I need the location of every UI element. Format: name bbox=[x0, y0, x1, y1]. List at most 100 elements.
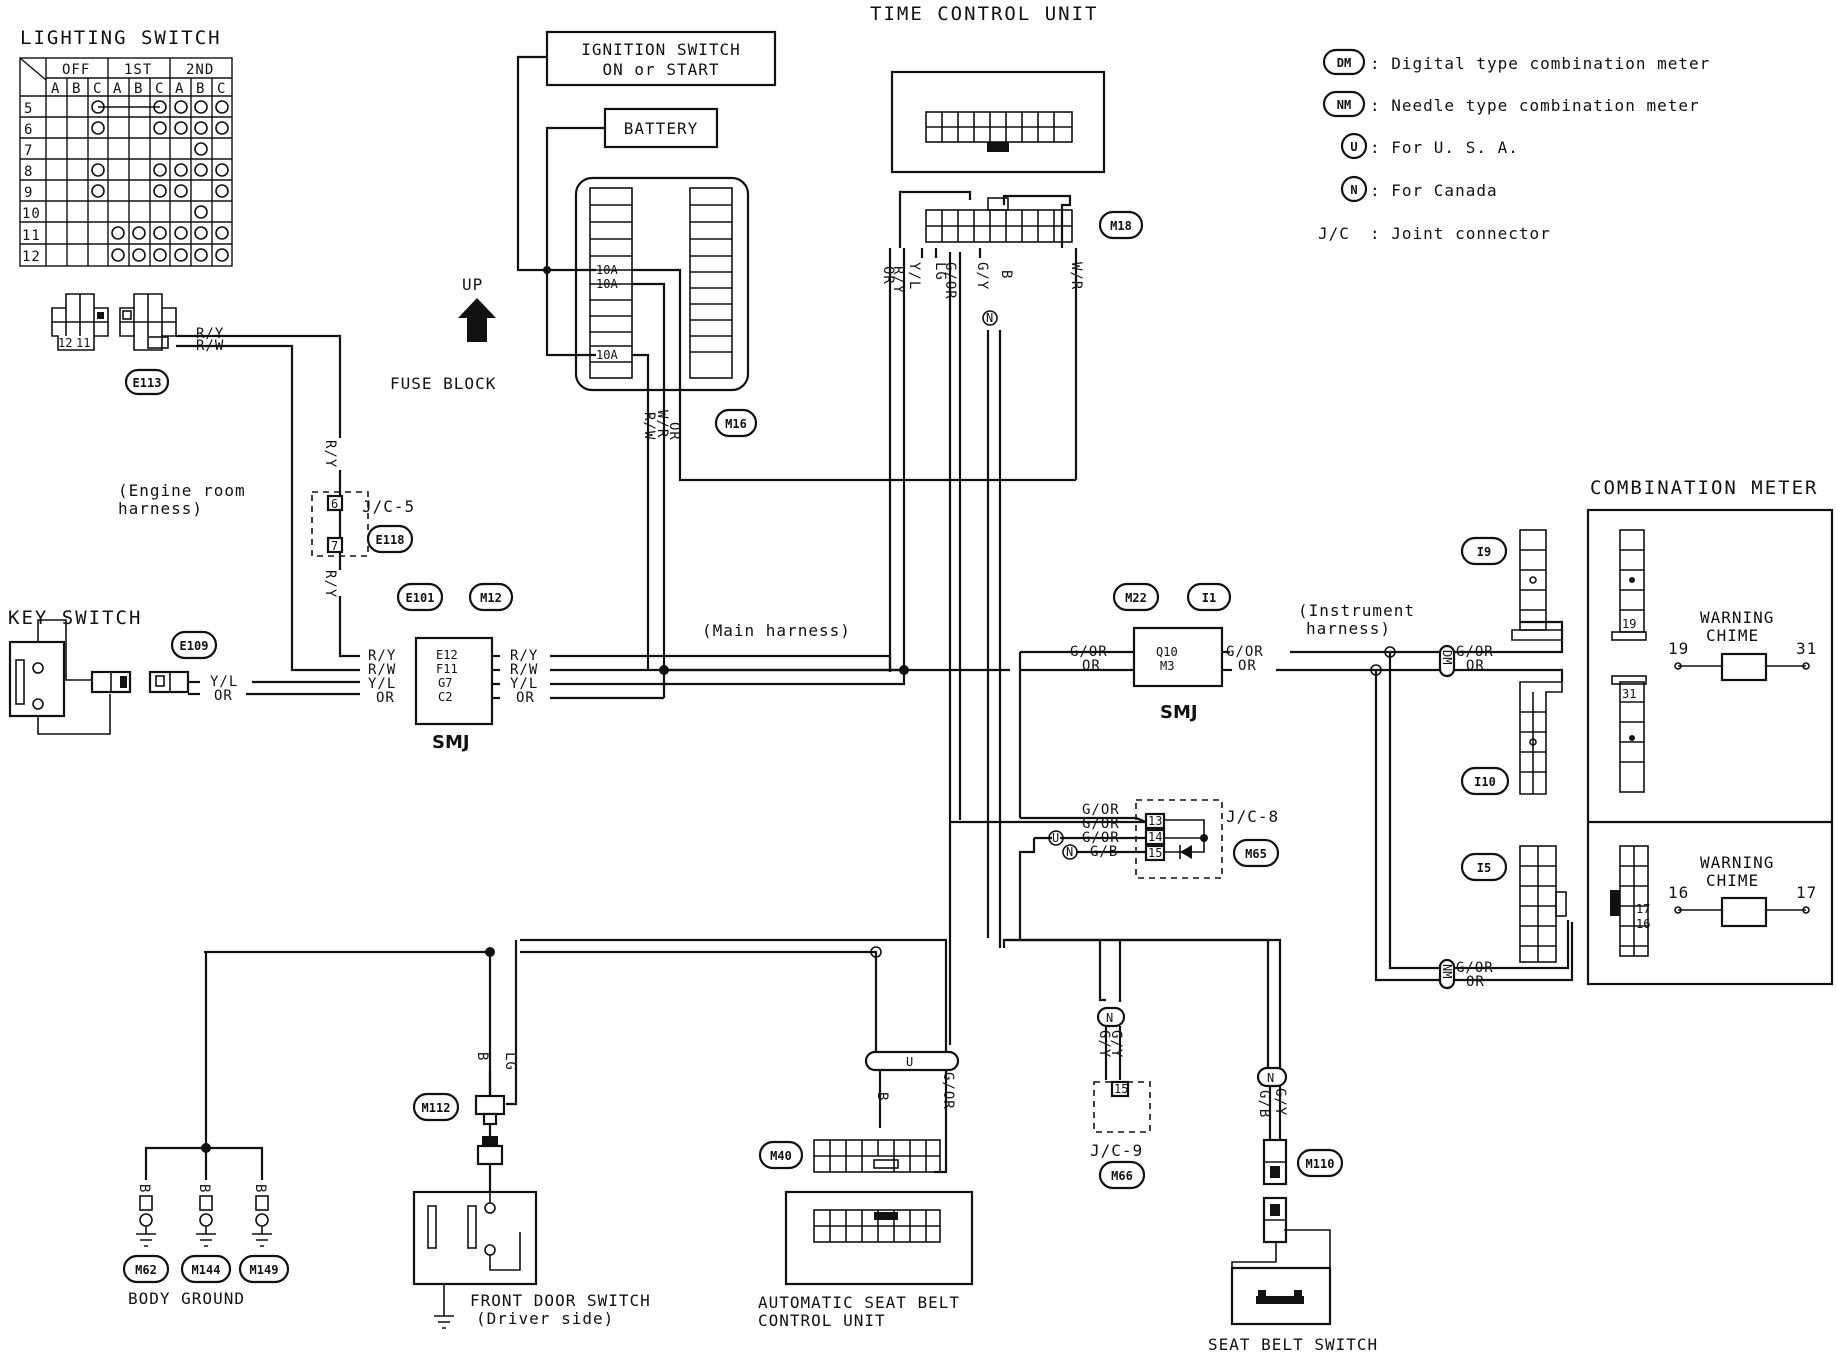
col-c: C bbox=[93, 81, 102, 97]
pin-16: 16 bbox=[1636, 917, 1650, 931]
badge-label: M22 bbox=[1125, 591, 1147, 605]
col-b: B bbox=[134, 81, 143, 97]
wire-or: OR bbox=[666, 422, 682, 441]
smj-label: SMJ bbox=[1160, 702, 1198, 723]
col-c: C bbox=[155, 81, 164, 97]
smj-label: SMJ bbox=[432, 732, 470, 753]
smj-m22-i1: Q10 M3 SMJ M22 I1 bbox=[1112, 582, 1232, 723]
legend-code: N bbox=[1350, 183, 1357, 197]
front-door-switch: B LG M112 FRONT DOOR SWITCH (Driver side… bbox=[412, 1052, 650, 1329]
wire-or: OR bbox=[1466, 658, 1485, 674]
pin-17: 17 bbox=[1636, 902, 1650, 916]
ignition-line1: IGNITION SWITCH bbox=[581, 40, 741, 59]
connector-m16: W/R OR R/W M16 bbox=[641, 408, 758, 441]
row-9: 9 bbox=[24, 185, 33, 201]
badge-label: M18 bbox=[1110, 219, 1132, 233]
seat-belt-control-unit: U B G/OR M40 AUTOMATIC SEAT BELT CONTROL… bbox=[758, 1050, 974, 1330]
badge-label: E101 bbox=[406, 591, 435, 605]
badge-label: I5 bbox=[1477, 861, 1491, 875]
pin-12: 12 bbox=[58, 336, 72, 350]
fuse-block-title: FUSE BLOCK bbox=[390, 374, 496, 393]
time-control-unit-box bbox=[890, 70, 1106, 174]
n-marker: N bbox=[986, 311, 993, 325]
combination-meter: 19 31 WARNING CHIME 19 31 17 16 WARNING … bbox=[1586, 508, 1834, 986]
wire-ry: R/Y bbox=[322, 440, 338, 468]
pin-e12: E12 bbox=[436, 648, 458, 662]
badge-label: M149 bbox=[250, 1263, 279, 1277]
badge-label: E113 bbox=[133, 376, 162, 390]
fuse-10a: 10A bbox=[596, 348, 618, 362]
u-marker: U bbox=[1052, 831, 1059, 845]
wire-gor: G/OR bbox=[1226, 644, 1264, 660]
connector-i5: I5 bbox=[1460, 845, 1567, 963]
badge-label: I9 bbox=[1477, 545, 1491, 559]
legend: DM : Digital type combination meter NM :… bbox=[1318, 48, 1709, 243]
battery-label: BATTERY bbox=[624, 119, 698, 138]
wire-gy: G/Y bbox=[1096, 1030, 1112, 1058]
legend-code: U bbox=[1350, 140, 1357, 154]
warning-chime-label2: CHIME bbox=[1706, 871, 1759, 890]
seat-belt-switch: N G/Y G/B M110 SEAT BELT SWITCH bbox=[1208, 1066, 1378, 1354]
seat-belt-cu-label2: CONTROL UNIT bbox=[758, 1311, 886, 1330]
badge-label: M40 bbox=[770, 1149, 792, 1163]
nm-text: NM bbox=[1440, 964, 1454, 978]
row-7: 7 bbox=[24, 143, 33, 159]
pin-15: 15 bbox=[1148, 846, 1162, 860]
warning-chime-label2: CHIME bbox=[1706, 626, 1759, 645]
wire-gy: G/Y bbox=[1108, 1030, 1124, 1058]
body-ground: B B B M62 M144 M149 BODY GROUND bbox=[122, 1143, 290, 1308]
pin-f11: F11 bbox=[436, 662, 458, 676]
warning-chime-label: WARNING bbox=[1700, 608, 1774, 627]
pin-m3: M3 bbox=[1160, 659, 1174, 673]
wire-rw: R/W bbox=[641, 412, 657, 440]
row-6: 6 bbox=[24, 122, 33, 138]
badge-label: M110 bbox=[1306, 1157, 1335, 1171]
wire-ry: R/Y bbox=[196, 326, 224, 342]
badge-label: I1 bbox=[1202, 591, 1216, 605]
wire-yl: Y/L bbox=[368, 676, 396, 692]
jc9-label: J/C-9 bbox=[1090, 1141, 1143, 1160]
wire-yl: Y/L bbox=[510, 676, 538, 692]
pin-16: 16 bbox=[1668, 883, 1689, 902]
jc-8: 13 14 15 J/C-8 M65 bbox=[1135, 799, 1280, 879]
engine-room-harness2: harness) bbox=[118, 499, 203, 518]
legend-code: J/C bbox=[1318, 224, 1350, 243]
badge-label: E118 bbox=[376, 533, 405, 547]
wire-yl: Y/L bbox=[210, 674, 238, 690]
wire-b: B bbox=[474, 1052, 490, 1061]
col-b: B bbox=[196, 81, 205, 97]
wire-ry: R/Y bbox=[322, 570, 338, 598]
col-c: C bbox=[217, 81, 226, 97]
key-switch-title: KEY SWITCH bbox=[8, 607, 142, 629]
up-label: UP bbox=[462, 275, 483, 294]
col-a: A bbox=[51, 81, 60, 97]
legend-text: : For U. S. A. bbox=[1370, 138, 1519, 157]
wire-gor: G/OR bbox=[940, 1072, 956, 1110]
wire-rw: R/W bbox=[368, 662, 396, 678]
dm-marker: DM bbox=[1438, 644, 1456, 678]
combination-meter-title: COMBINATION METER bbox=[1590, 477, 1818, 499]
wire-rw: R/W bbox=[510, 662, 538, 678]
n-marker: N bbox=[1066, 845, 1073, 859]
dm-text: DM bbox=[1440, 650, 1454, 664]
ignition-switch-box: IGNITION SWITCH ON or START bbox=[545, 30, 777, 87]
wire-or: OR bbox=[880, 266, 896, 285]
u-marker: U bbox=[906, 1055, 913, 1069]
col-b: B bbox=[72, 81, 81, 97]
badge-label: I10 bbox=[1474, 775, 1496, 789]
seat-belt-cu-label1: AUTOMATIC SEAT BELT bbox=[758, 1293, 960, 1312]
seat-belt-switch-label: SEAT BELT SWITCH bbox=[1208, 1335, 1378, 1354]
pin-q10: Q10 bbox=[1156, 645, 1178, 659]
badge-e113: E113 bbox=[124, 368, 170, 396]
main-harness-label: (Main harness) bbox=[702, 621, 851, 640]
pin-c2: C2 bbox=[438, 690, 452, 704]
time-control-unit-title: TIME CONTROL UNIT bbox=[870, 3, 1098, 25]
pin-31: 31 bbox=[1796, 639, 1817, 658]
wire-gor: G/OR bbox=[1082, 816, 1120, 832]
jc-9: N G/Y G/Y 15 J/C-9 M66 bbox=[1090, 1006, 1151, 1190]
wire-lg: LG bbox=[932, 262, 948, 281]
wire-ry: R/Y bbox=[890, 266, 906, 294]
pin-19: 19 bbox=[1668, 639, 1689, 658]
fuse-10a: 10A bbox=[596, 263, 618, 277]
